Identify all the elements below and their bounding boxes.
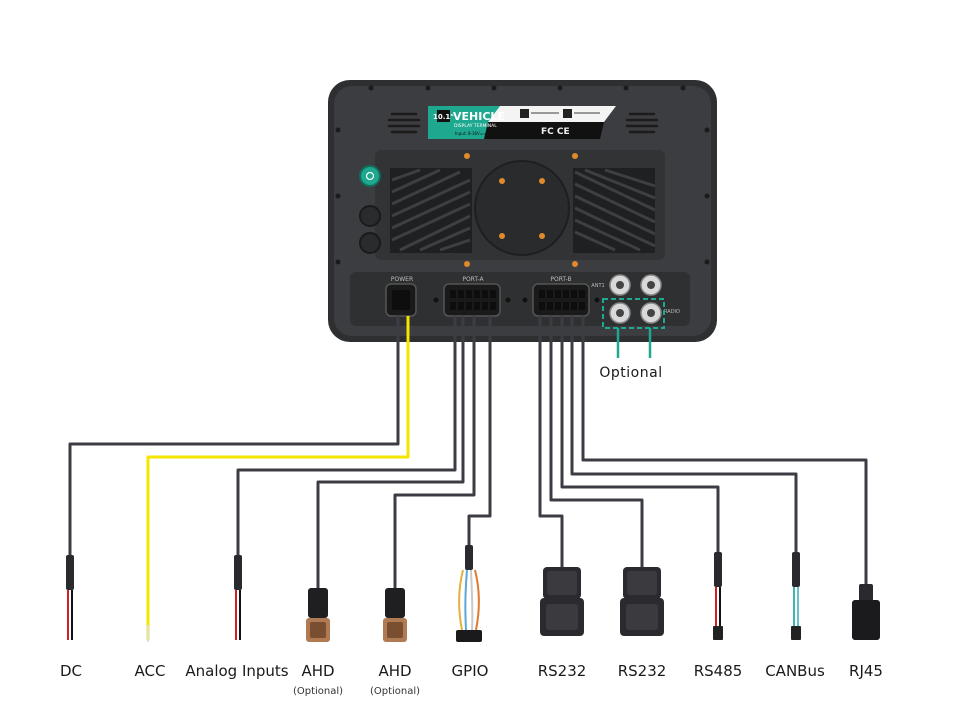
connector-label-rs232-1: RS232 [537, 662, 587, 680]
wire-dc [68, 316, 400, 565]
port-label-radio: RADIO [664, 309, 680, 315]
connector-label-rj45: RJ45 [849, 662, 883, 680]
optional-label: Optional [599, 365, 663, 381]
port-label-power: POWER [391, 276, 413, 283]
wire-analog [236, 316, 457, 565]
speaker-grill-left [387, 112, 421, 134]
port-b-connector [532, 283, 590, 317]
wire-rs232-a [538, 316, 564, 570]
optional-antenna-highlight [602, 298, 665, 358]
ahd-connector-1 [306, 588, 330, 642]
dc-terminal [66, 555, 74, 640]
wire-rj45 [581, 316, 868, 585]
port-label-port-a: PORT-A [462, 276, 484, 283]
device-subtitle: DISPLAY TERMINAL [454, 123, 497, 129]
wire-canbus [570, 316, 798, 560]
power-button[interactable] [359, 165, 381, 187]
wire-gpio [467, 316, 492, 555]
ahd-connector-2 [383, 588, 407, 642]
rs485-terminal [713, 552, 723, 640]
wire-rs485 [560, 316, 720, 560]
port-a-connector [443, 283, 501, 317]
wire-ahd-2 [393, 316, 476, 590]
rs232-connector-2 [620, 567, 664, 636]
connector-sublabel-ahd-1: (Optional) [292, 686, 344, 697]
vehicle-display-terminal: 10.1" VEHICLE DISPLAY TERMINAL Input: 8-… [328, 80, 717, 342]
heatsink-panel [375, 150, 665, 267]
antenna-connectors [609, 274, 662, 324]
connector-label-rs485: RS485 [693, 662, 743, 680]
cable-harness [68, 316, 868, 590]
canbus-terminal [791, 552, 801, 640]
wire-ahd-1 [316, 316, 465, 590]
label-sticker: 10.1" VEHICLE DISPLAY TERMINAL Input: 8-… [428, 106, 616, 139]
cert-marks: FC CE [541, 127, 570, 137]
port-label-ant1: ANT1 [591, 283, 604, 289]
brand-badge: 10.1" [433, 113, 454, 121]
device-input: Input: 8-36V== [455, 131, 487, 136]
port-strip: POWER PORT-A PORT-B ANT1 RADIO [350, 272, 690, 326]
connector-sublabel-ahd-2: (Optional) [369, 686, 421, 697]
connector-label-ahd-2: AHD [378, 662, 412, 680]
rs232-connector-1 [540, 567, 584, 636]
rj45-connector [852, 584, 880, 640]
connector-label-analog: Analog Inputs [185, 662, 289, 680]
connector-label-ahd-1: AHD [301, 662, 335, 680]
speaker-grill-right [625, 112, 659, 134]
analog-inputs-terminal [234, 555, 242, 640]
wire-rs232-b [549, 316, 644, 570]
connector-label-dc: DC [59, 662, 83, 680]
connector-label-gpio: GPIO [451, 662, 489, 680]
side-button-2[interactable] [359, 232, 381, 254]
connector-label-canbus: CANBus [765, 662, 825, 680]
gpio-connector [456, 545, 482, 642]
wire-acc [146, 316, 410, 640]
port-label-port-b: PORT-B [550, 276, 571, 283]
connector-label-acc: ACC [134, 662, 166, 680]
device-title: VEHICLE [453, 110, 505, 123]
connector-label-rs232-2: RS232 [617, 662, 667, 680]
side-button-1[interactable] [359, 205, 381, 227]
